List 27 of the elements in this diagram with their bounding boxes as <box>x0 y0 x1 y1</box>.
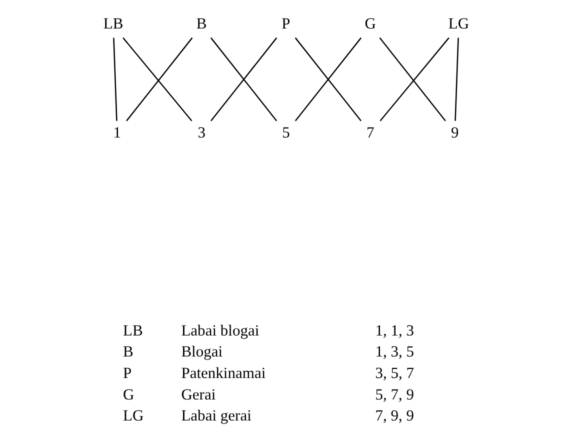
label: Labai blogai <box>181 322 260 340</box>
label: LB <box>122 322 143 340</box>
node-text: 3 <box>198 124 206 142</box>
label: B <box>122 344 134 361</box>
connector <box>113 38 118 121</box>
node-text: 7 <box>366 124 374 142</box>
node-text: LB <box>103 16 124 33</box>
connector <box>454 38 459 121</box>
label: 3, 5, 7 <box>375 365 414 382</box>
label: P <box>122 365 132 382</box>
node-text: LG <box>448 16 470 33</box>
label: Patenkinamai <box>181 365 266 382</box>
label: Labai gerai <box>181 408 252 425</box>
node-text: 9 <box>450 124 459 142</box>
label: Blogai <box>181 344 223 361</box>
label: 1, 3, 5 <box>375 344 414 361</box>
label: 5, 7, 9 <box>375 386 414 404</box>
label: LG <box>122 408 144 425</box>
label: G <box>122 386 134 404</box>
node-text: G <box>364 16 376 33</box>
node-text: 5 <box>282 124 290 142</box>
node-text: P <box>282 16 290 33</box>
label: Gerai <box>181 386 216 404</box>
node-text: 1 <box>113 124 122 142</box>
node-text: B <box>196 16 207 33</box>
label: 1, 1, 3 <box>375 322 414 340</box>
label: 7, 9, 9 <box>375 408 414 425</box>
